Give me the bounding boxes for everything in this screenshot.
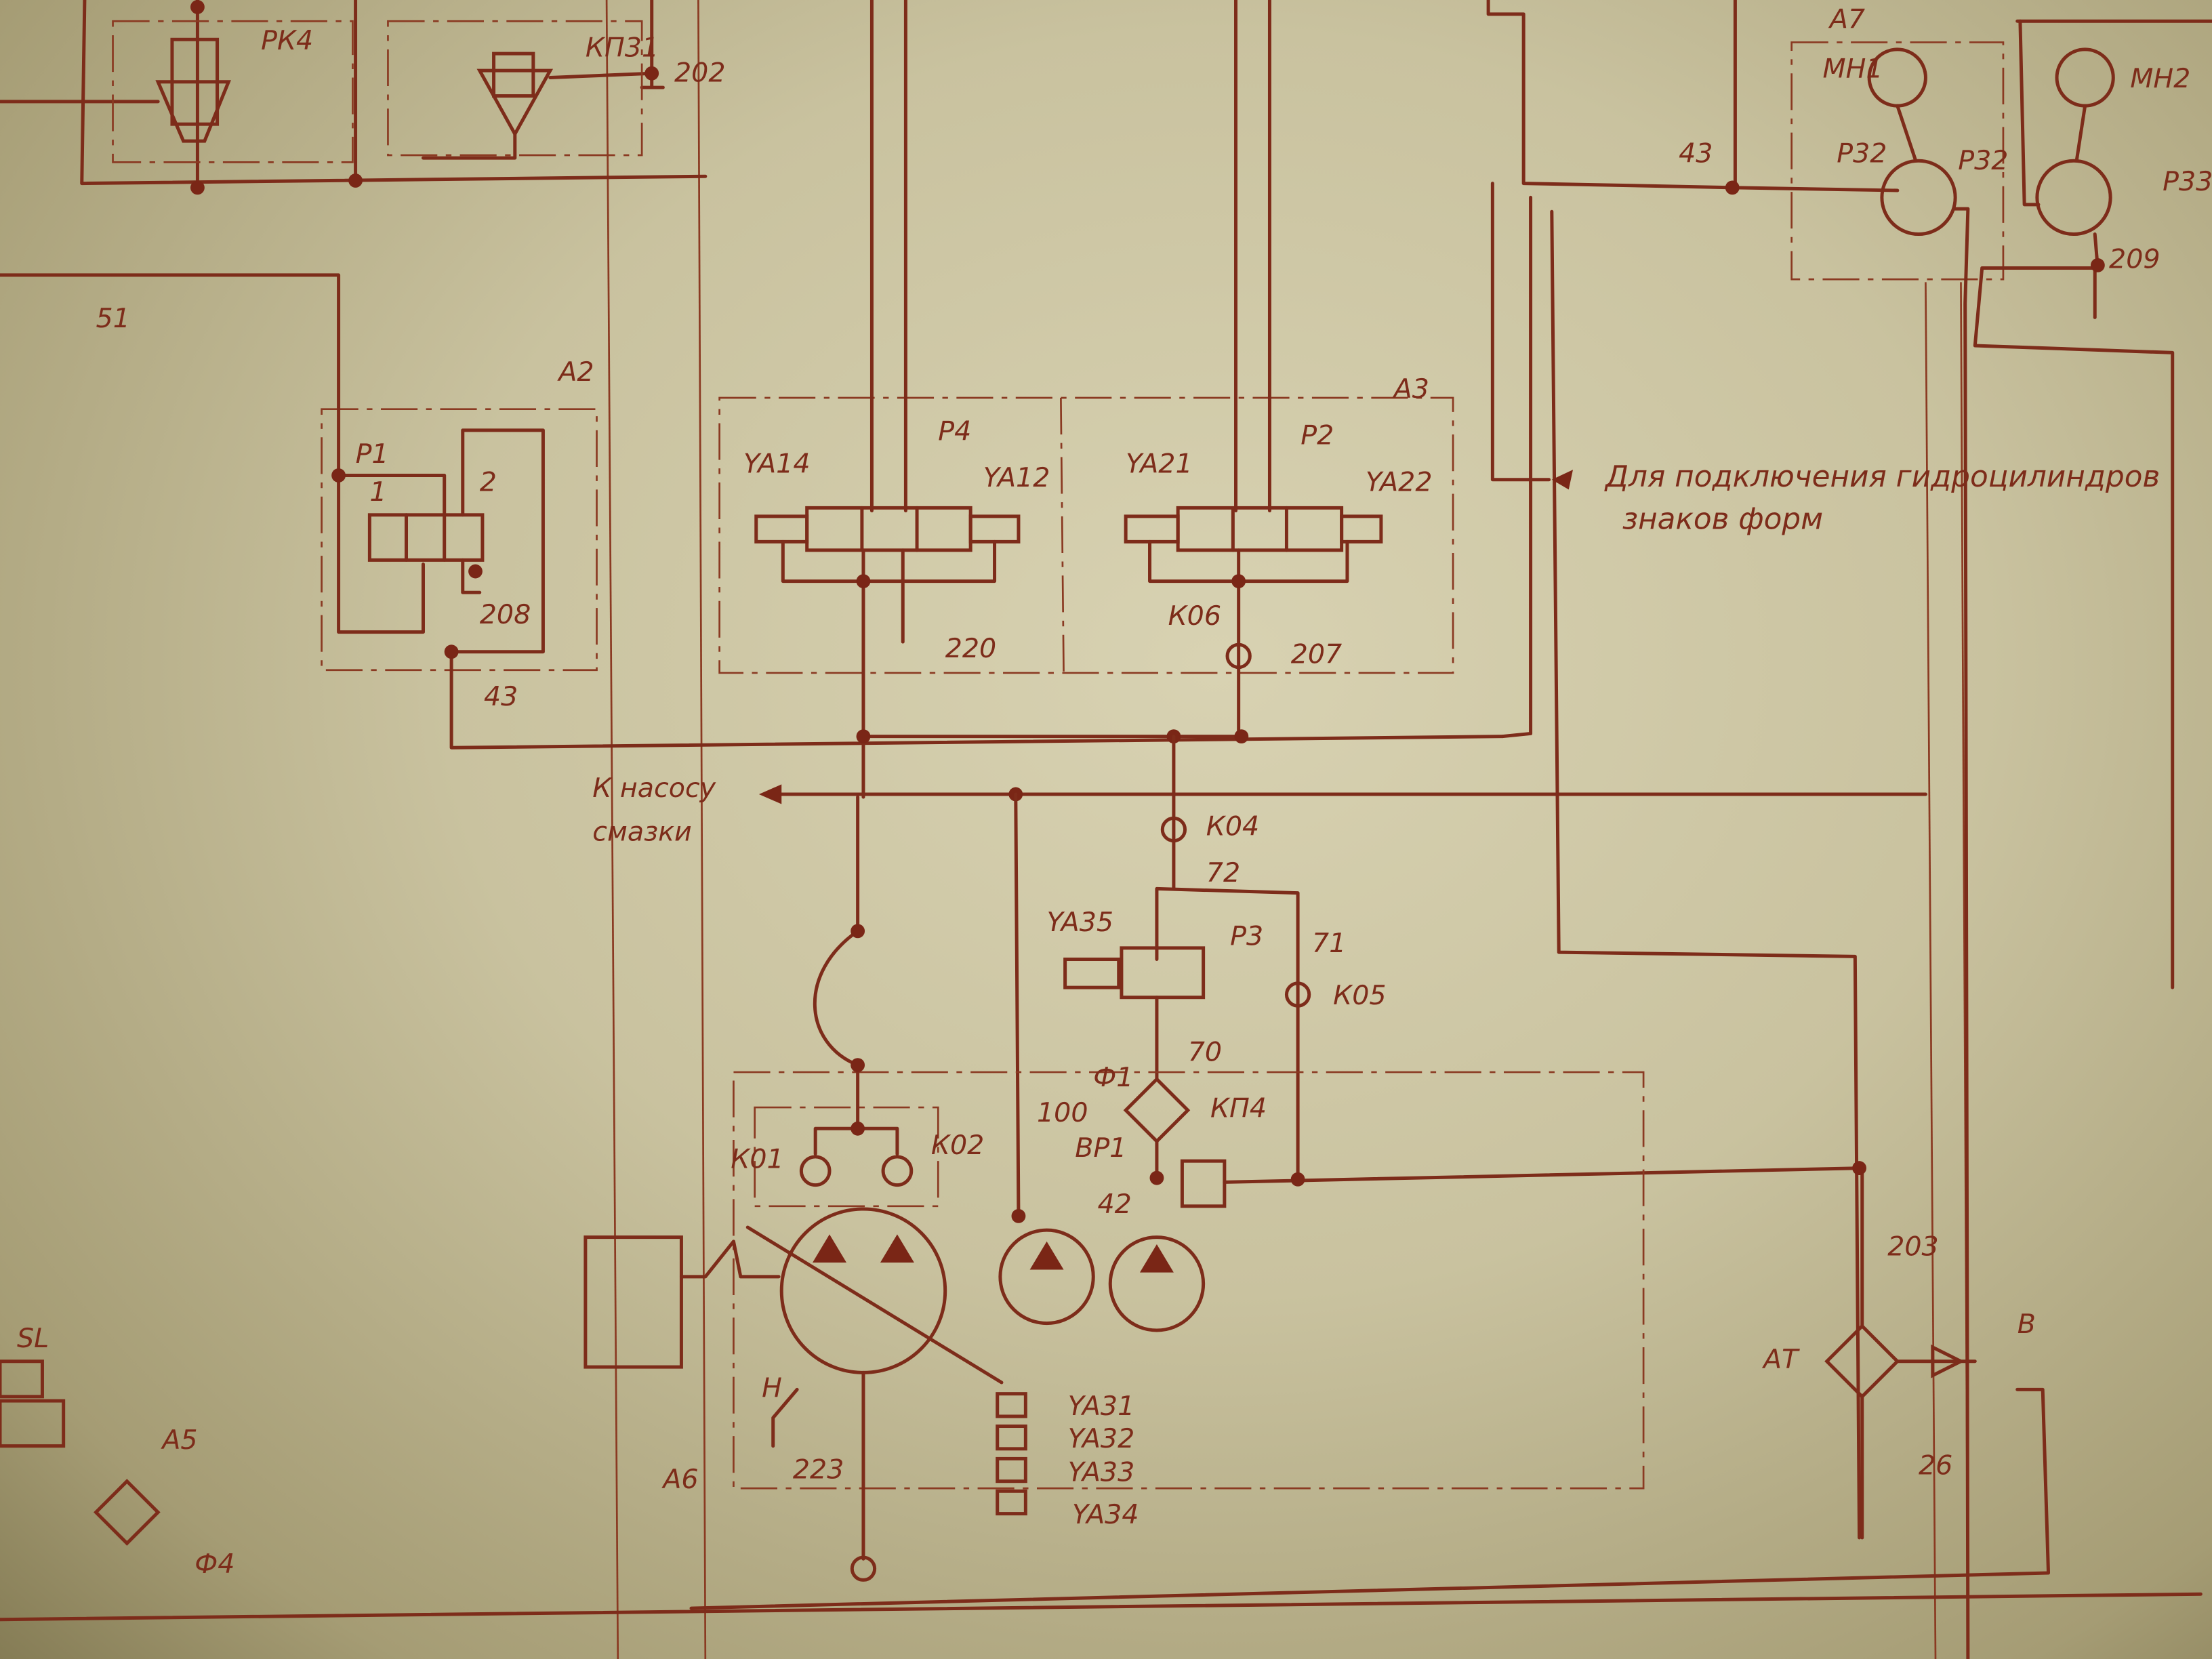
label-k04: К04 <box>1206 811 1259 842</box>
label-h: Н <box>762 1372 782 1404</box>
label-v: В <box>2018 1309 2036 1340</box>
label-to-pump: К насосу <box>592 773 716 804</box>
valve-p1 <box>321 407 1504 750</box>
label-port-2: 2 <box>480 466 497 497</box>
note-line-2: знаков форм <box>1622 502 1823 537</box>
label-p32-right: Р32 <box>1958 145 2008 176</box>
label-a5: А5 <box>160 1425 197 1456</box>
note-line-1: Для подключения гидроцилиндров <box>1604 459 2160 494</box>
label-port-1: 1 <box>369 476 386 508</box>
label-71: 71 <box>1312 928 1346 959</box>
label-kp4: КП4 <box>1210 1093 1267 1124</box>
label-k01: К01 <box>731 1144 783 1175</box>
label-ya33: YA33 <box>1068 1457 1134 1488</box>
label-ya14: YA14 <box>743 448 810 479</box>
label-26: 26 <box>1919 1450 1952 1481</box>
label-at: АТ <box>1761 1344 1800 1375</box>
label-223: 223 <box>793 1454 844 1486</box>
label-k05: К05 <box>1333 980 1386 1011</box>
label-42: 42 <box>1098 1189 1132 1220</box>
label-a6: А6 <box>661 1464 698 1495</box>
label-p4: Р4 <box>938 415 971 447</box>
label-203: 203 <box>1887 1231 1938 1263</box>
label-ya22: YA22 <box>1366 466 1432 497</box>
label-a2: А2 <box>556 356 594 388</box>
label-p33: Р33 <box>2163 166 2212 197</box>
cooler-and-misc <box>0 1324 2051 1610</box>
label-sl: SL <box>17 1323 49 1354</box>
label-mn2: МН2 <box>2130 63 2190 94</box>
label-lubrication: смазки <box>592 817 691 848</box>
label-p32-left: Р32 <box>1837 138 1887 169</box>
rk4-kp31-block <box>0 0 708 411</box>
label-f4: Ф4 <box>194 1549 234 1580</box>
label-220: 220 <box>945 633 996 664</box>
label-k06: К06 <box>1168 600 1221 632</box>
label-209: 209 <box>2109 244 2160 275</box>
label-ya32: YA32 <box>1068 1423 1134 1454</box>
label-202: 202 <box>674 58 725 89</box>
label-72: 72 <box>1206 857 1240 888</box>
label-rk4: РК4 <box>261 25 313 56</box>
label-ya21: YA21 <box>1126 448 1192 479</box>
label-43: 43 <box>484 681 518 712</box>
label-70: 70 <box>1188 1036 1222 1067</box>
label-ya31: YA31 <box>1068 1391 1134 1422</box>
gauges-block <box>1486 0 2212 1659</box>
label-51: 51 <box>96 303 130 334</box>
label-ya12: YA12 <box>983 462 1050 493</box>
label-43-right: 43 <box>1679 138 1713 169</box>
label-ya34: YA34 <box>1072 1499 1139 1530</box>
label-p2: Р2 <box>1300 420 1334 451</box>
pump-group <box>583 795 1645 1582</box>
main-line <box>758 470 1927 804</box>
valves-p4-p2 <box>718 0 1454 799</box>
valve-p3 <box>1014 735 1866 1328</box>
label-p1: Р1 <box>356 438 389 470</box>
label-ya35: YA35 <box>1047 907 1113 938</box>
label-p3: Р3 <box>1230 921 1263 952</box>
labels: РК4 КП31 202 51 А2 Р1 1 2 208 43 YA14 Р4… <box>17 4 2212 1580</box>
label-f1: Ф1 <box>1093 1062 1133 1093</box>
label-vr1: ВР1 <box>1075 1132 1126 1164</box>
label-207: 207 <box>1291 638 1342 670</box>
label-a7: А7 <box>1828 4 1865 35</box>
label-100: 100 <box>1037 1097 1088 1128</box>
label-208: 208 <box>480 599 531 630</box>
label-mn1: МН1 <box>1822 53 1883 84</box>
label-kp31: КП31 <box>586 32 659 63</box>
label-a3: А3 <box>1392 373 1429 405</box>
label-k02: К02 <box>931 1130 984 1161</box>
